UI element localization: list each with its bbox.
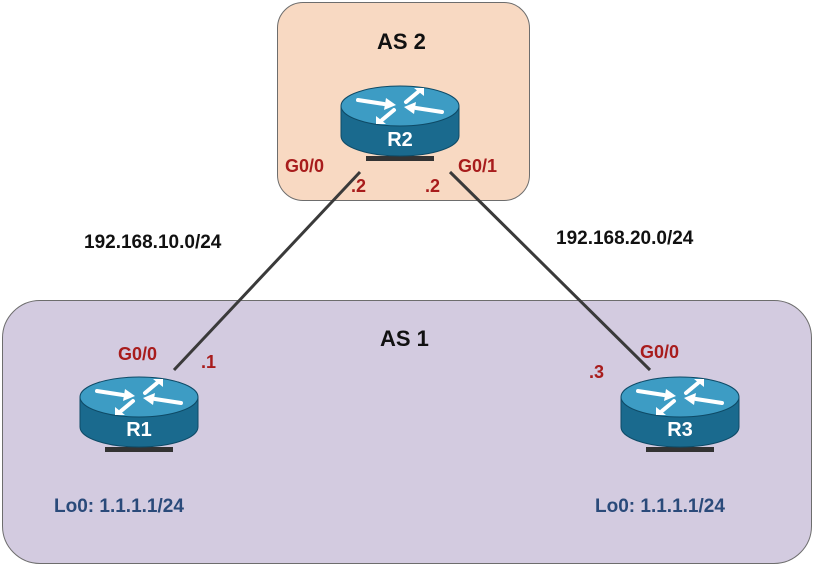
interface-label-r2-g00: G0/0 [285, 156, 325, 176]
host-label-r2-g01: .2 [425, 176, 441, 196]
router-name-r3: R3 [667, 419, 693, 441]
router-name-r1: R1 [126, 419, 152, 441]
interface-label-r3-g00: G0/0 [640, 342, 680, 362]
link-r1-r2 [172, 170, 362, 372]
as2-label: AS 2 [377, 29, 426, 54]
link-r2-r3 [448, 170, 652, 372]
network-label-r2-r3: 192.168.20.0/24 [556, 228, 694, 249]
interface-label-r1-g00: G0/0 [118, 344, 158, 364]
loopback-label-r1: Lo0: 1.1.1.1/24 [54, 496, 184, 517]
as1-label: AS 1 [380, 326, 429, 351]
host-label-r1-g00: .1 [201, 352, 217, 372]
host-label-r2-g00: .2 [351, 176, 367, 196]
router-name-r2: R2 [387, 129, 413, 151]
interface-label-r2-g01: G0/1 [458, 156, 498, 176]
host-label-r3-g00: .3 [589, 362, 605, 382]
network-label-r1-r2: 192.168.10.0/24 [84, 232, 222, 253]
loopback-label-r3: Lo0: 1.1.1.1/24 [595, 496, 725, 517]
